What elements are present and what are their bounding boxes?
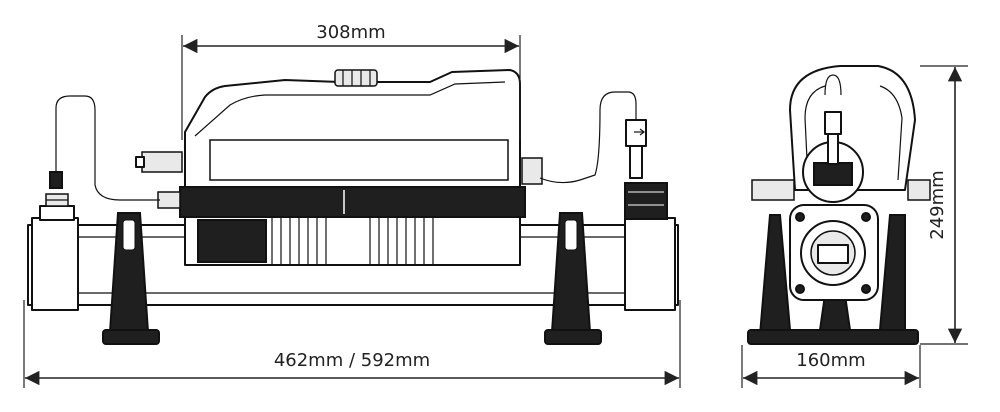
side-width-label: 160mm — [796, 350, 865, 371]
side-height-label: 249mm — [927, 170, 948, 239]
right-cable-gland — [521, 157, 543, 185]
cooling-fins — [271, 218, 434, 264]
dimension-side-height: 249mm — [920, 65, 968, 345]
right-pipe-connector — [624, 182, 676, 311]
dimension-top: 308mm — [181, 22, 521, 140]
sensor-cables — [49, 91, 637, 201]
side-view — [747, 65, 931, 345]
front-view — [27, 69, 679, 345]
right-foot — [544, 212, 602, 345]
left-foot — [102, 212, 160, 345]
dimension-bottom: 462mm / 592mm — [23, 300, 681, 388]
dimension-side-width: 160mm — [741, 345, 921, 388]
left-cable-gland — [135, 151, 183, 209]
top-width-label: 308mm — [316, 22, 385, 43]
left-pipe-connector — [31, 193, 79, 311]
heater-housing — [179, 69, 526, 266]
bottom-length-label: 462mm / 592mm — [274, 350, 430, 371]
flow-sensor — [625, 119, 647, 179]
